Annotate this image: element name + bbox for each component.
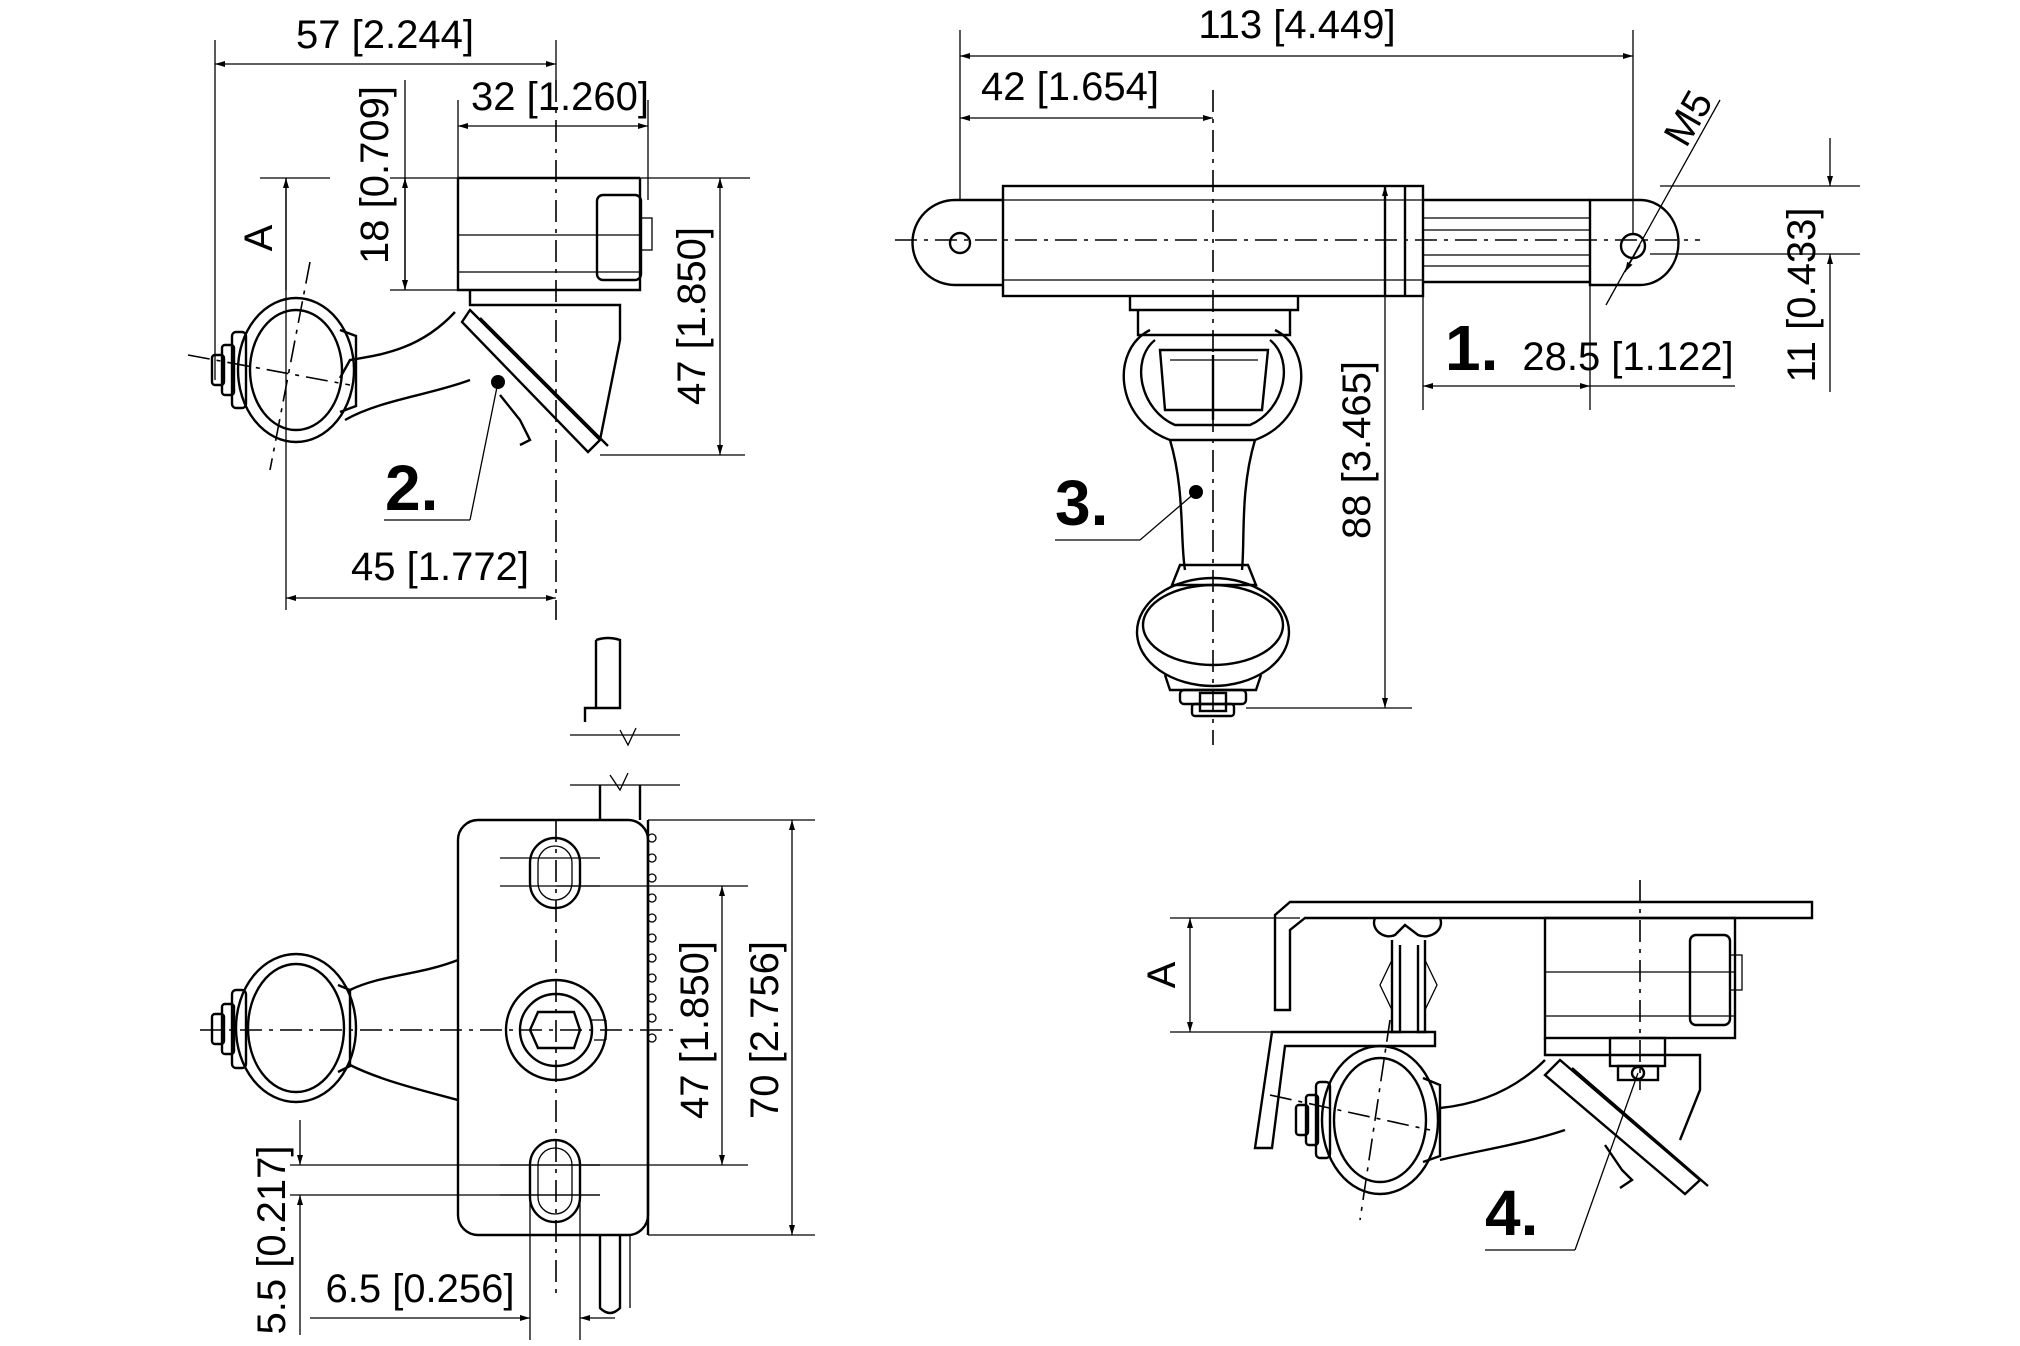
- serration: [647, 833, 657, 1043]
- front-view: [895, 90, 1700, 745]
- dim-5-5: 5.5 [0.217]: [250, 1145, 294, 1334]
- datum-a-mounted: A: [1140, 961, 1184, 988]
- thread-m5: M5: [1656, 83, 1722, 153]
- dim-11: 11 [0.433]: [1780, 208, 1824, 383]
- mounted-view-dimensions: A 4.: [1140, 917, 1639, 1251]
- dim-6-5: 6.5 [0.256]: [325, 1267, 514, 1311]
- dim-28-5: 28.5 [1.122]: [1522, 335, 1733, 379]
- dim-70: 70 [2.756]: [743, 941, 787, 1119]
- callout-1: 1.: [1445, 312, 1498, 384]
- dim-45: 45 [1.772]: [351, 545, 529, 589]
- callout-3: 3.: [1055, 467, 1108, 539]
- dim-113: 113 [4.449]: [1198, 3, 1395, 47]
- side-view: [187, 80, 653, 620]
- dim-32: 32 [1.260]: [471, 75, 649, 119]
- dim-88: 88 [3.465]: [1335, 361, 1379, 539]
- front-view-dimensions: 113 [4.449] 42 [1.654] M5 11 [0.433] 28.…: [959, 3, 1860, 709]
- top-view-dimensions: 47 [1.850] 70 [2.756] 5.5 [0.217] 6.5 [0…: [250, 819, 815, 1340]
- datum-a-side: A: [237, 224, 281, 251]
- dim-47-top: 47 [1.850]: [673, 941, 717, 1119]
- mounted-view: [1253, 880, 1814, 1221]
- side-view-dimensions: 57 [2.244] 32 [1.260] 18 [0.709] 47 [1.8…: [214, 13, 750, 610]
- dim-42: 42 [1.654]: [981, 65, 1159, 109]
- callout-2: 2.: [385, 452, 438, 524]
- dim-18: 18 [0.709]: [353, 86, 397, 264]
- dim-47-side: 47 [1.850]: [670, 227, 714, 405]
- top-view: [200, 636, 680, 1315]
- callout-4: 4.: [1485, 1177, 1538, 1249]
- dim-57: 57 [2.244]: [296, 13, 474, 57]
